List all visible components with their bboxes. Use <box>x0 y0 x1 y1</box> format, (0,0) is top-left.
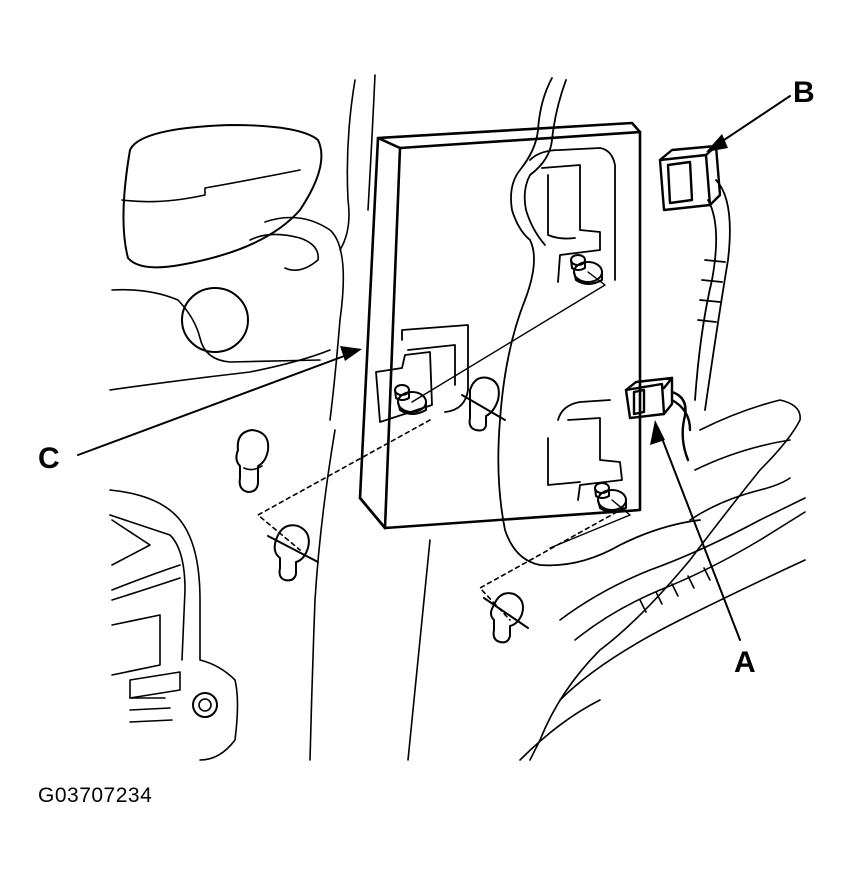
arrowhead-a <box>650 420 665 445</box>
mounting-tab-left <box>375 324 469 423</box>
wires-from-b <box>694 179 731 411</box>
arrowhead-c <box>340 346 362 361</box>
callout-label-b: B <box>793 76 815 109</box>
connector-b <box>658 144 722 212</box>
keyhole-clip-lower-right <box>483 592 529 644</box>
door-inner-panel <box>109 74 431 761</box>
callout-label-a: A <box>734 646 756 679</box>
lower-trim-edge <box>519 399 806 761</box>
alignment-lines-solid <box>411 271 631 549</box>
bolt-upper <box>570 254 603 285</box>
bolt-lower <box>594 482 627 513</box>
leader-line-b <box>711 95 791 149</box>
leader-lines <box>77 95 791 641</box>
connector-a <box>624 376 692 462</box>
bolt-left <box>394 384 427 415</box>
leader-line-c <box>77 351 356 456</box>
mounting-bracket-upper <box>529 147 616 283</box>
mounting-bracket-lower <box>547 399 623 501</box>
leader-line-a <box>657 427 741 641</box>
control-unit-c <box>358 121 642 530</box>
wire-harness <box>497 77 701 567</box>
callout-label-c: C <box>38 442 60 475</box>
arrowheads <box>340 134 728 445</box>
figure-id: G03707234 <box>38 784 153 807</box>
arrowhead-b <box>706 134 728 152</box>
keyhole-clip-lower-left <box>267 524 319 582</box>
alignment-lines <box>257 419 625 621</box>
keyhole-clip-middle <box>461 376 506 432</box>
